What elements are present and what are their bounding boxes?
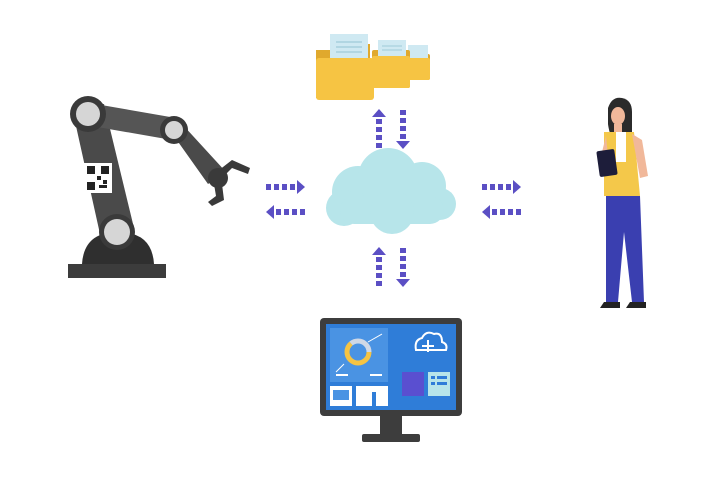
folder-icon [316,34,430,100]
robot-arm-icon [68,96,250,278]
arrow-cloud-to-monitor [396,248,410,287]
arrow-robot-to-cloud [266,180,305,194]
donut-chart-icon [344,338,372,366]
cloud-icon [326,148,456,234]
arrow-cloud-to-folders [372,109,386,148]
monitor-dashboard-icon [320,318,462,442]
arrow-monitor-to-cloud [372,247,386,286]
arrow-cloud-to-person [482,180,521,194]
qr-code-icon [84,163,112,193]
arrow-cloud-to-robot [266,205,305,219]
arrow-person-to-cloud [482,205,521,219]
cloud-upload-icon [414,331,448,352]
person-with-tablet-icon [596,97,648,308]
arrow-folders-to-cloud [396,110,410,149]
